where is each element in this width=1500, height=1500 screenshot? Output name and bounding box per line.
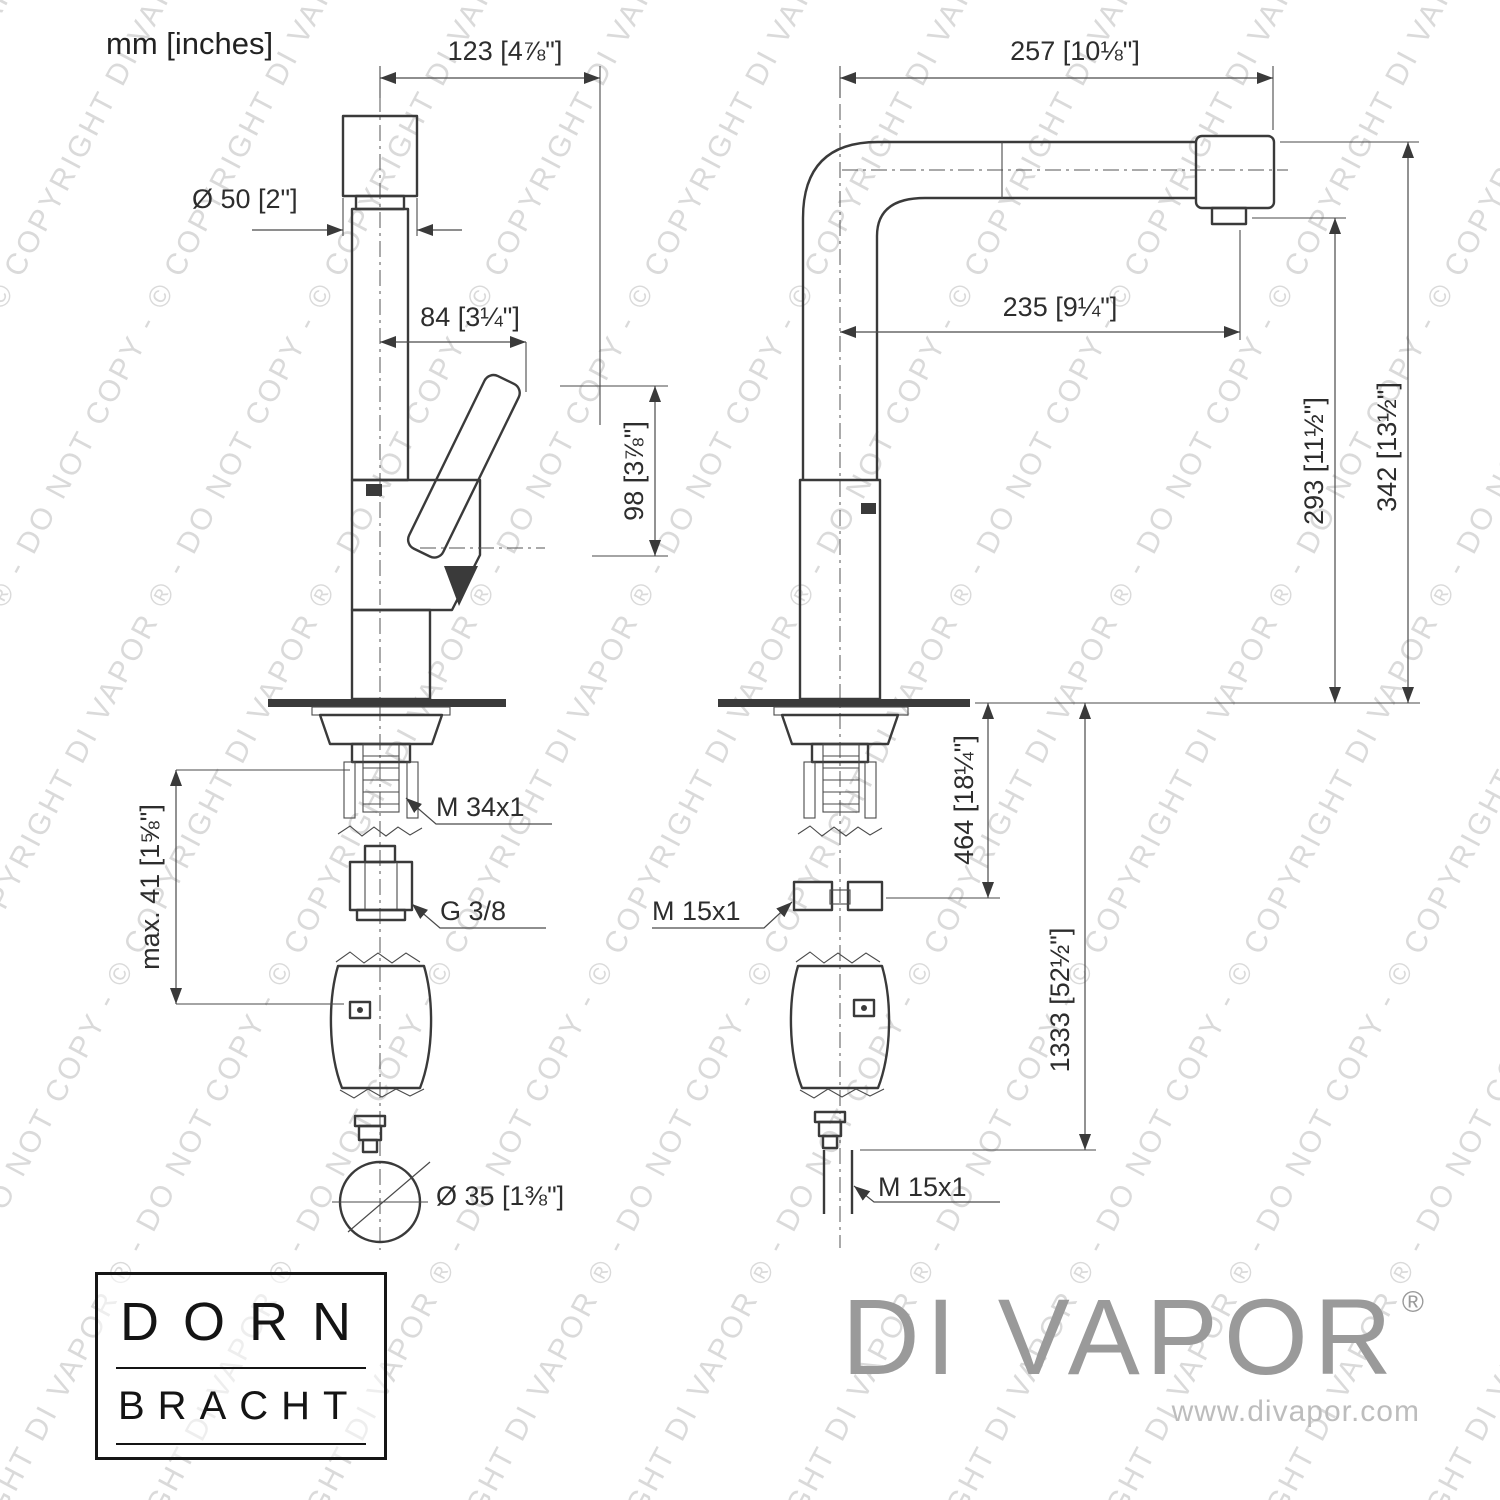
end-fitting [817, 1120, 843, 1138]
dim-reach-spray: 235 [9¼"] [1003, 292, 1118, 322]
deck-line [268, 699, 506, 707]
dim-hose-length: 1333 [52½"] [1045, 928, 1075, 1073]
left-dimensions: 123 [4⅞"] Ø 50 [2"] 84 [3¼"] 98 [3⅞"] M … [135, 36, 668, 1211]
connector-hex [348, 860, 414, 912]
union-nut-left [792, 880, 834, 912]
mounting-flange [780, 713, 900, 746]
mounting-flange [318, 713, 444, 746]
spray-nozzle [1210, 206, 1248, 226]
dim-height-to-spout: 293 [11½"] [1299, 397, 1329, 525]
dornbracht-word-dorn: DORN [120, 1292, 375, 1352]
threaded-shank [362, 743, 400, 813]
hose-window-dot [861, 1005, 867, 1011]
hose-window [852, 998, 876, 1018]
right-dimensions: 257 [10⅛"] 235 [9¼"] 293 [11½"] 342 [13½… [652, 36, 1420, 1203]
dim-thread-lower: M 15x1 [878, 1172, 967, 1202]
dornbracht-word-bracht: BRACHT [118, 1383, 361, 1428]
logo-divider [116, 1442, 366, 1445]
break-line [335, 951, 421, 964]
spout-outlet [444, 566, 478, 606]
mounting-bolt [864, 761, 877, 819]
end-fitting [361, 1138, 379, 1154]
body-base [350, 608, 432, 701]
deck-line [718, 699, 970, 707]
spray-head [1194, 134, 1276, 210]
mounting-bolt [343, 761, 356, 819]
hose-window [348, 1000, 372, 1020]
break-line [797, 825, 883, 837]
body-detail [366, 484, 382, 496]
threaded-shank [822, 743, 860, 813]
end-fitting [357, 1124, 383, 1142]
units-label: mm [inches] [106, 26, 274, 61]
dim-height-total: 342 [13½"] [1372, 382, 1402, 512]
end-fitting [821, 1134, 839, 1150]
dim-thread-upper: M 15x1 [652, 896, 741, 926]
break-line [799, 1088, 885, 1099]
spout-outer [801, 140, 1196, 480]
break-line [339, 1088, 425, 1099]
logo-divider [116, 1367, 366, 1370]
dim-knob-dia: Ø 50 [2"] [192, 184, 298, 214]
hole-leader [347, 1161, 431, 1233]
dim-reach-total: 257 [10⅛"] [1010, 36, 1140, 66]
hose-weight [329, 964, 433, 1090]
thread-lines [363, 755, 399, 805]
spout-inner [875, 196, 1196, 480]
divapor-wordmark: DI VAPOR [841, 1276, 1398, 1397]
hose-window-dot [357, 1007, 363, 1013]
right-view: 257 [10⅛"] 235 [9¼"] 293 [11½"] 342 [13½… [652, 36, 1420, 1248]
connector-collar [355, 908, 407, 922]
break-line [795, 951, 881, 964]
dornbracht-logo: DORN BRACHT [95, 1272, 387, 1460]
dim-hole-dia: Ø 35 [1⅜"] [436, 1181, 564, 1211]
dim-max-depth: max. 41 [1⅝"] [135, 804, 165, 970]
mounting-bolt [406, 761, 419, 819]
divapor-url: www.divapor.com [1171, 1395, 1420, 1429]
thread-lines [823, 755, 859, 805]
dim-connector: G 3/8 [440, 896, 506, 926]
divapor-logo: DI VAPOR® www.divapor.com [842, 1280, 1424, 1429]
body-detail [861, 503, 876, 514]
dim-top-width: 123 [4⅞"] [448, 36, 563, 66]
dim-thread-top: M 34x1 [436, 792, 525, 822]
break-line [337, 825, 423, 837]
left-view: 123 [4⅞"] Ø 50 [2"] 84 [3¼"] 98 [3⅞"] M … [135, 36, 668, 1250]
dim-depth-below: 464 [18¼"] [949, 735, 979, 865]
dim-handle-offset: 84 [3¼"] [420, 302, 520, 332]
mounting-shaft [350, 742, 412, 764]
mounting-bolt [803, 761, 816, 819]
hose-weight [789, 964, 891, 1090]
dim-handle-height: 98 [3⅞"] [619, 421, 649, 521]
lever-handle [406, 373, 521, 559]
union-mid [829, 889, 851, 905]
union-nut-right [846, 880, 884, 912]
registered-mark: ® [1401, 1286, 1424, 1319]
